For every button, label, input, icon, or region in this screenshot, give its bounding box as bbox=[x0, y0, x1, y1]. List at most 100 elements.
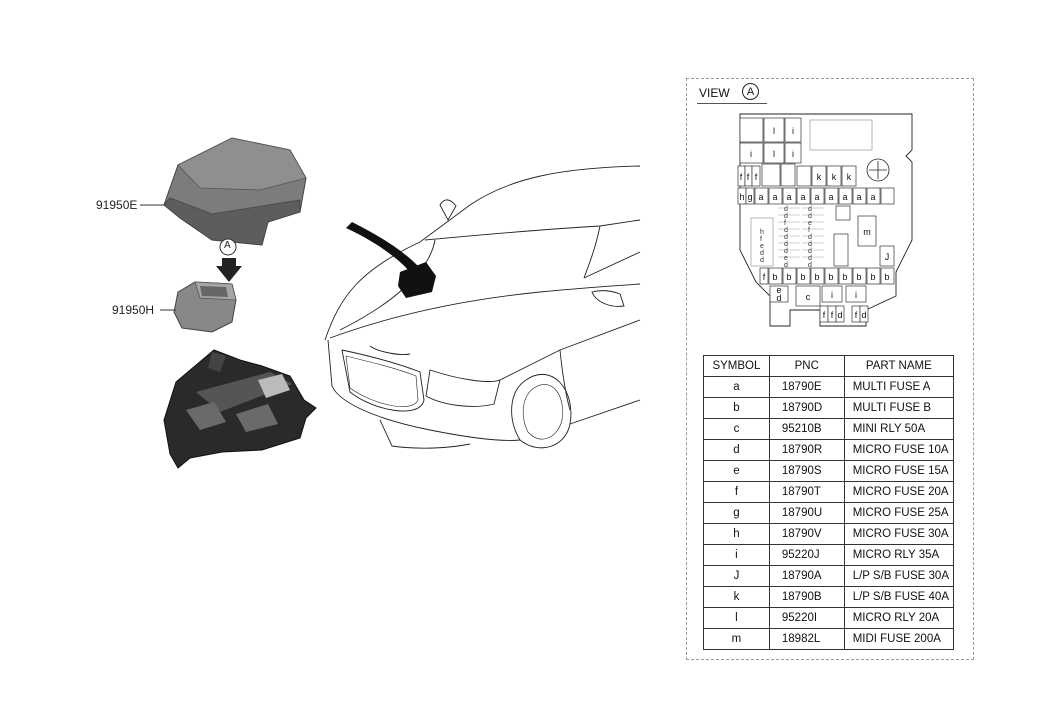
svg-text:d: d bbox=[784, 213, 788, 220]
view-marker: A bbox=[742, 83, 759, 100]
cell-pnc: 95220J bbox=[768, 544, 845, 566]
fuse-letter: c bbox=[806, 292, 811, 302]
fuse-letter: k bbox=[832, 172, 837, 182]
svg-text:d: d bbox=[784, 234, 788, 241]
cell-part-name: MINI RLY 50A bbox=[843, 418, 955, 440]
fuse-letter: k bbox=[817, 172, 822, 182]
svg-text:d: d bbox=[808, 213, 812, 220]
cell-pnc: 18790R bbox=[768, 439, 845, 461]
fuse-letter: a bbox=[800, 192, 805, 202]
fuse-letter: b bbox=[828, 272, 833, 282]
fuse-letter: a bbox=[772, 192, 777, 202]
header-symbol: SYMBOL bbox=[703, 355, 770, 377]
view-a-arrow bbox=[216, 238, 242, 282]
cell-symbol: J bbox=[703, 565, 770, 587]
svg-text:d: d bbox=[808, 241, 812, 248]
cell-part-name: MICRO FUSE 15A bbox=[843, 460, 955, 482]
cell-part-name: MULTI FUSE B bbox=[843, 397, 955, 419]
fuse-letter: a bbox=[870, 192, 875, 202]
cell-part-name: MICRO RLY 20A bbox=[843, 607, 955, 629]
cell-pnc: 18790E bbox=[768, 376, 845, 398]
cell-symbol: g bbox=[703, 502, 770, 524]
fuse-box-cover bbox=[140, 137, 307, 246]
fuse-letter: b bbox=[786, 272, 791, 282]
relay-box bbox=[160, 281, 237, 333]
svg-text:d: d bbox=[808, 255, 812, 262]
cell-part-name: MICRO FUSE 25A bbox=[843, 502, 955, 524]
cell-part-name: MICRO FUSE 10A bbox=[843, 439, 955, 461]
fuse-letter: f bbox=[740, 172, 743, 182]
fuse-letter: i bbox=[831, 290, 833, 300]
cell-pnc: 18790A bbox=[768, 565, 845, 587]
fuse-letters: l i i l i f f f k k k h g a a a a a a a … bbox=[739, 126, 889, 320]
svg-text:e: e bbox=[808, 220, 812, 227]
cell-pnc: 95210B bbox=[768, 418, 845, 440]
fuse-letter: f bbox=[855, 310, 858, 320]
svg-text:d: d bbox=[760, 257, 764, 264]
cell-pnc: 18790T bbox=[768, 481, 845, 503]
fuse-letter: J bbox=[885, 252, 890, 262]
fuse-letter: i bbox=[750, 149, 752, 159]
fuse-letter: d bbox=[837, 310, 842, 320]
fuse-letter: a bbox=[814, 192, 819, 202]
svg-text:d: d bbox=[808, 248, 812, 255]
cell-part-name: MICRO FUSE 30A bbox=[843, 523, 955, 545]
cover-part-number: 91950E bbox=[96, 198, 138, 212]
cell-symbol: h bbox=[703, 523, 770, 545]
relay-box-part-number: 91950H bbox=[112, 303, 155, 317]
fuse-letter: l bbox=[773, 126, 775, 136]
fuse-letter: b bbox=[814, 272, 819, 282]
cell-symbol: c bbox=[703, 418, 770, 440]
cell-symbol: b bbox=[703, 397, 770, 419]
location-pointer bbox=[346, 222, 436, 298]
fuse-letter: f bbox=[747, 172, 750, 182]
svg-text:f: f bbox=[784, 220, 786, 227]
svg-text:e: e bbox=[784, 255, 788, 262]
svg-text:d: d bbox=[784, 227, 788, 234]
header-pnc: PNC bbox=[768, 355, 845, 377]
svg-text:f: f bbox=[808, 227, 810, 234]
cell-part-name: L/P S/B FUSE 30A bbox=[843, 565, 955, 587]
cell-pnc: 18790V bbox=[768, 523, 845, 545]
fuse-letter: i bbox=[792, 126, 794, 136]
svg-text:d: d bbox=[784, 206, 788, 213]
fuse-letter: f bbox=[755, 172, 758, 182]
fuse-letter: k bbox=[847, 172, 852, 182]
svg-text:d: d bbox=[760, 250, 764, 257]
junction-block bbox=[163, 349, 317, 469]
cell-pnc: 18790D bbox=[768, 397, 845, 419]
fuse-letter: e bbox=[776, 285, 781, 295]
cell-pnc: 18982L bbox=[768, 628, 845, 650]
cell-symbol: l bbox=[703, 607, 770, 629]
cell-symbol: f bbox=[703, 481, 770, 503]
fuse-letter: a bbox=[828, 192, 833, 202]
fuse-letter: h bbox=[739, 192, 744, 202]
fuse-letter: l bbox=[773, 149, 775, 159]
fuse-letter: a bbox=[842, 192, 847, 202]
fuse-letter: g bbox=[747, 192, 752, 202]
cell-symbol: i bbox=[703, 544, 770, 566]
fuse-letter: i bbox=[792, 149, 794, 159]
svg-text:d: d bbox=[808, 206, 812, 213]
fuse-letter: d bbox=[861, 310, 866, 320]
fuse-letter: a bbox=[786, 192, 791, 202]
view-underline bbox=[697, 103, 767, 104]
svg-text:h: h bbox=[760, 229, 764, 236]
cell-part-name: MICRO RLY 35A bbox=[843, 544, 955, 566]
fuse-letter: b bbox=[884, 272, 889, 282]
